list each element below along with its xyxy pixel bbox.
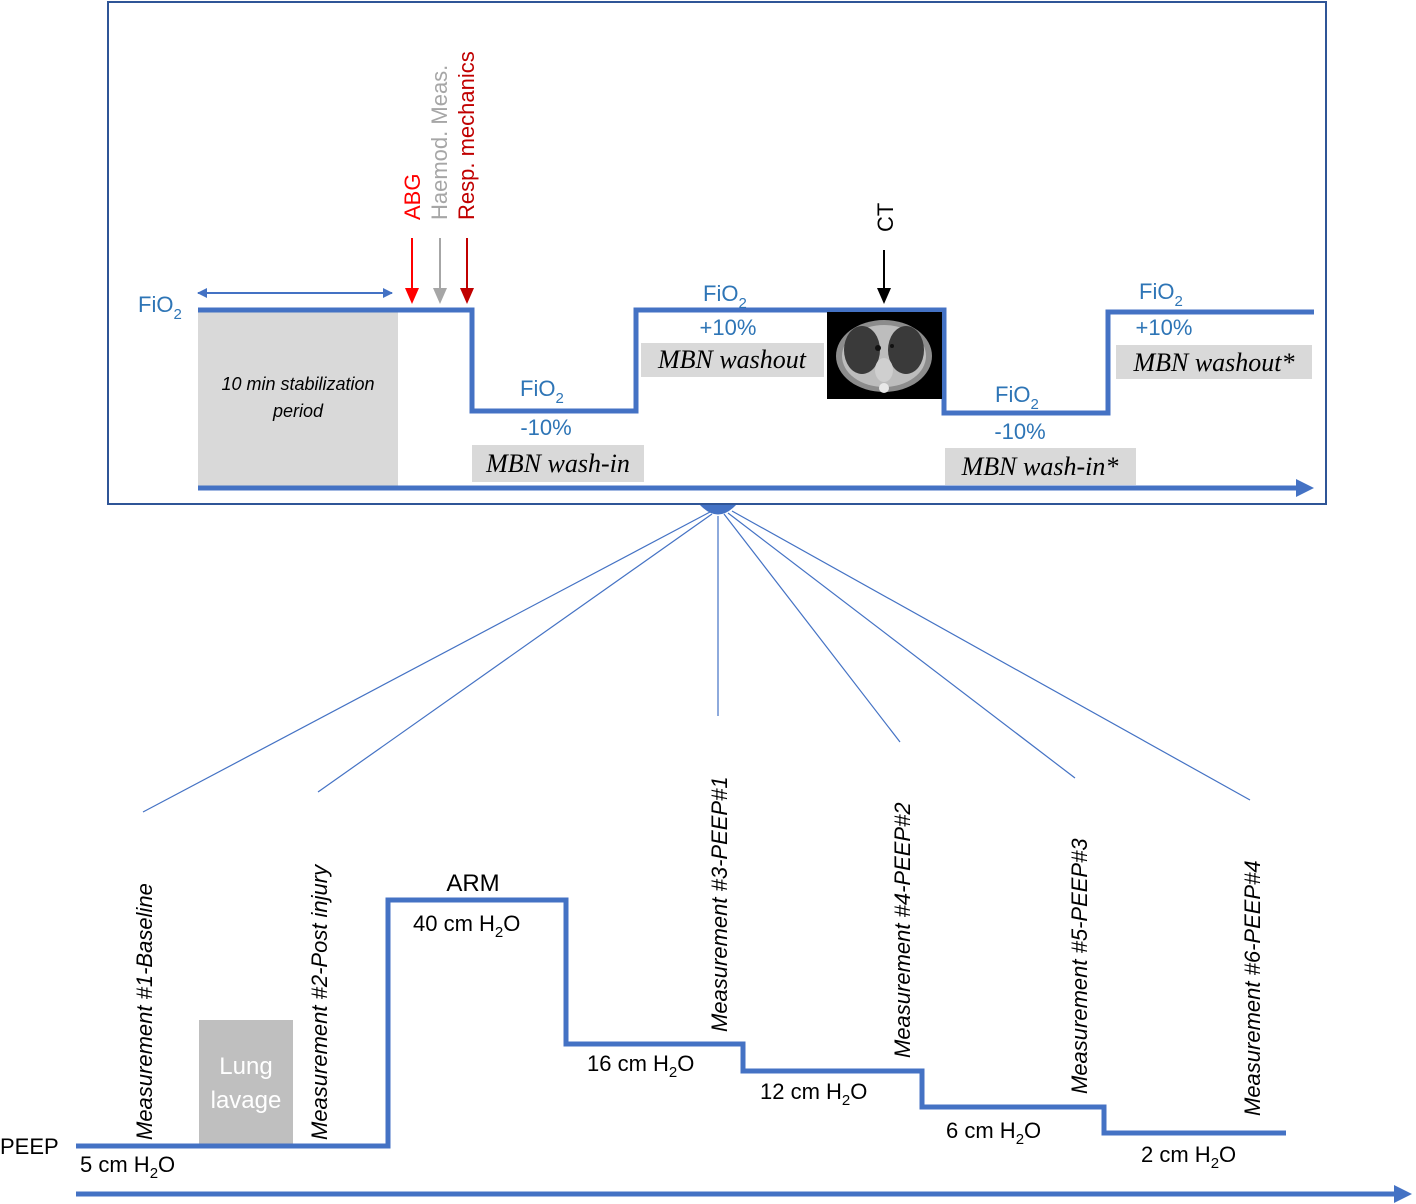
- pressure-label-6: 6 cm H2O: [946, 1118, 1041, 1148]
- resp-mechanics-label: Resp. mechanics: [454, 51, 479, 220]
- haemod-label: Haemod. Meas.: [427, 65, 452, 220]
- phase-box-washout: [641, 343, 824, 377]
- fio2-step2-label: FiO2: [703, 281, 747, 312]
- fio2-step4-change: +10%: [1136, 315, 1193, 340]
- ct-scan-image: [827, 312, 942, 399]
- measurement-4-label: Measurement #4-PEEP#2: [890, 802, 915, 1058]
- measurement-2-label: Measurement #2-Post injury: [307, 863, 332, 1140]
- bottom-time-axis-arrowhead: [1394, 1185, 1412, 1203]
- fio2-step1-label: FiO2: [520, 376, 564, 407]
- fio2-step2-change: +10%: [700, 315, 757, 340]
- lung-lavage-line2: lavage: [211, 1087, 282, 1114]
- fio2-step4-label: FiO2: [1139, 279, 1183, 310]
- connector-m1: [142, 511, 711, 813]
- stabilization-label-line1: 10 min stabilization: [221, 374, 374, 394]
- peep-label: PEEP: [0, 1134, 59, 1159]
- phase-label-washout: MBN washout: [657, 345, 807, 374]
- lung-lavage-line1: Lung: [219, 1053, 272, 1080]
- fio2-step-line: [198, 307, 1314, 416]
- measurement-5-label: Measurement #5-PEEP#3: [1067, 838, 1092, 1094]
- pressure-label-2: 2 cm H2O: [1141, 1142, 1236, 1172]
- ct-label: CT: [873, 203, 898, 232]
- pressure-label-5: 5 cm H2O: [80, 1152, 175, 1182]
- phase-label-washout-star: MBN washout*: [1132, 348, 1294, 377]
- phase-box-washin: [472, 445, 644, 482]
- phase-box-washin-star: [945, 448, 1136, 485]
- phase-label-washin: MBN wash-in: [485, 449, 630, 478]
- abg-label: ABG: [400, 174, 425, 220]
- fio2-step1-change: -10%: [520, 415, 571, 440]
- haemod-arrowhead: [433, 288, 447, 304]
- stabilization-box: [198, 312, 398, 486]
- stabilization-label-line2: period: [272, 401, 324, 421]
- connector-hub: [700, 505, 736, 515]
- abg-arrowhead: [405, 288, 419, 304]
- connector-m6: [731, 510, 1251, 801]
- pressure-label-40: 40 cm H2O: [413, 911, 520, 941]
- fio2-initial-label: FiO2: [138, 292, 182, 323]
- peep-step-line: [76, 897, 1286, 1149]
- resp-arrowhead: [460, 288, 474, 304]
- measurement-3-label: Measurement #3-PEEP#1: [707, 776, 732, 1032]
- pressure-label-16: 16 cm H2O: [587, 1051, 694, 1081]
- connector-m4: [723, 513, 901, 743]
- fio2-step3-change: -10%: [994, 419, 1045, 444]
- phase-label-washin-star: MBN wash-in*: [961, 452, 1119, 481]
- ct-arrowhead: [877, 288, 891, 304]
- pressure-label-12: 12 cm H2O: [760, 1079, 867, 1109]
- arm-label: ARM: [446, 870, 499, 897]
- measurement-6-label: Measurement #6-PEEP#4: [1240, 860, 1265, 1116]
- connector-m2: [317, 513, 713, 793]
- lung-lavage-box: [199, 1020, 293, 1144]
- phase-box-washout-star: [1116, 345, 1312, 379]
- fan-connectors: [142, 510, 1251, 813]
- top-time-axis-arrowhead: [1296, 479, 1314, 497]
- measurement-1-label: Measurement #1-Baseline: [132, 883, 157, 1140]
- fio2-step3-label: FiO2: [995, 382, 1039, 413]
- connector-m5: [727, 512, 1076, 779]
